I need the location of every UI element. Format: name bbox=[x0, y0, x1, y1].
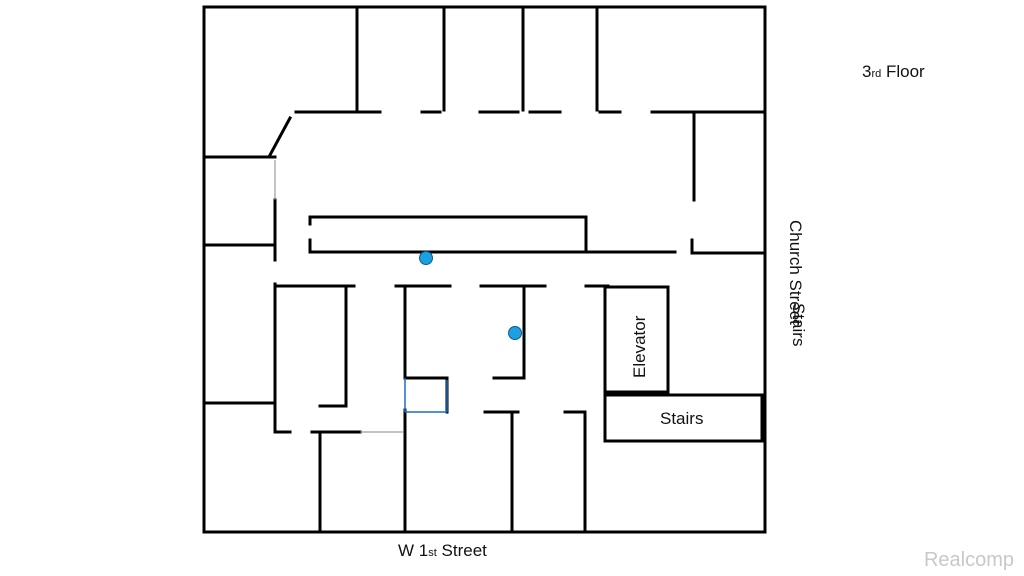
outer-wall bbox=[202, 5, 767, 534]
floor-number: 3 bbox=[862, 62, 872, 81]
elevator-shaft bbox=[603, 285, 670, 394]
markers bbox=[419, 251, 522, 340]
street-label-bottom: W 1st Street bbox=[398, 541, 487, 561]
street-bottom-ordinal: st bbox=[428, 547, 437, 559]
elevator-label: Elevator bbox=[630, 315, 649, 378]
location-marker-office bbox=[508, 326, 522, 340]
street-bottom-prefix: W 1 bbox=[398, 541, 429, 560]
wall bbox=[267, 115, 293, 158]
doors bbox=[404, 378, 448, 413]
street-bottom-word: Street bbox=[441, 541, 487, 560]
location-marker-hallway bbox=[419, 251, 433, 265]
stairs-label-right: Stairs bbox=[789, 303, 808, 347]
walls bbox=[202, 5, 767, 534]
thin-lines bbox=[274, 160, 403, 433]
watermark: Realcomp bbox=[923, 549, 1014, 571]
stairs-label: Stairs bbox=[660, 409, 704, 428]
floor-word: Floor bbox=[885, 62, 925, 81]
floor-label: 3rd Floor bbox=[862, 62, 925, 82]
floor-ordinal: rd bbox=[871, 68, 882, 80]
